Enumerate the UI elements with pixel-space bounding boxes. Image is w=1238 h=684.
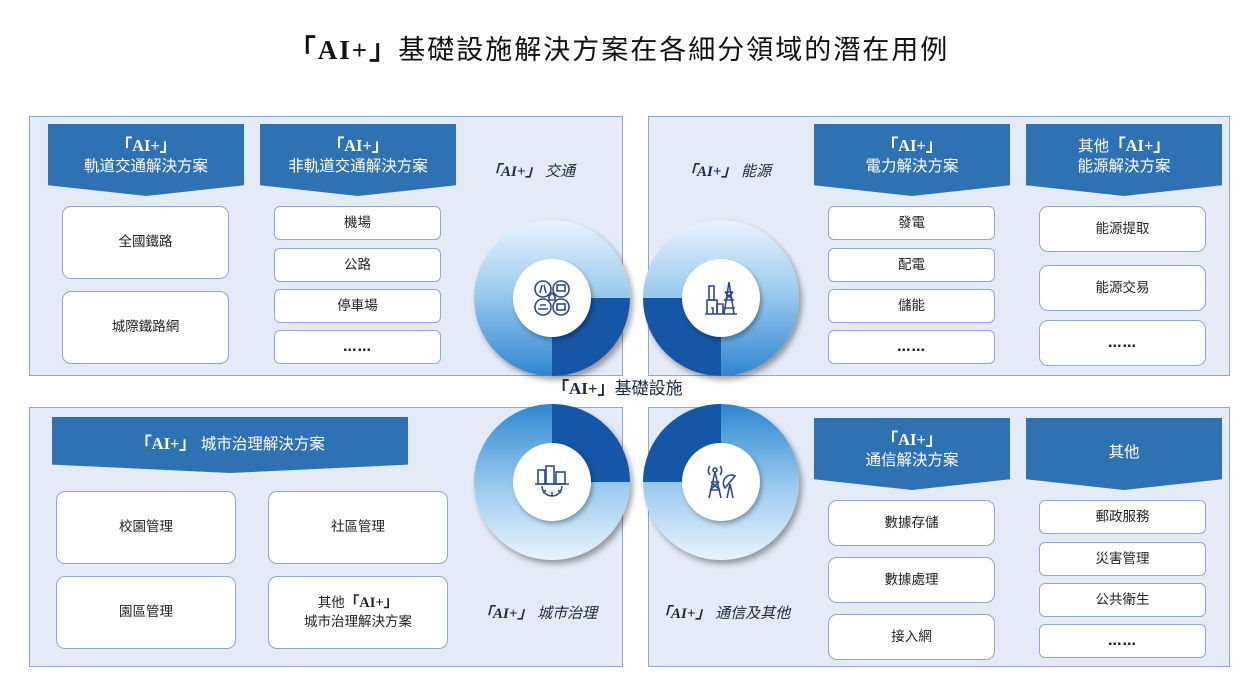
banner-text: 其他 [1078,137,1110,155]
others-banner: 其他 [1026,418,1222,490]
city-gear-icon [513,443,591,521]
item-data-processing: 數據處理 [828,557,995,603]
banner-text: 其他 [1108,443,1140,461]
item-more: …… [1039,320,1206,366]
banner-ai-text: 「AI+」 [881,430,943,449]
center-label: 「AI+」基礎設施 [552,379,683,399]
item-airport: 機場 [274,206,441,240]
rail-transport-banner: 「AI+」 軌道交通解決方案 [48,124,244,196]
item-other-city-solutions: 其他「AI+」 城市治理解決方案 [268,576,448,649]
banner-text: 非軌道交通解決方案 [288,157,428,175]
banner-text: 能源解決方案 [1077,157,1171,175]
power-plant-icon [682,259,760,337]
item-energy-extraction: 能源提取 [1039,206,1206,252]
item-national-railway: 全國鐵路 [62,206,229,279]
banner-ai-text: 「AI+」 [1109,136,1170,155]
banner-ai-text: 「AI+」 [327,136,389,155]
telecom-tower-icon [682,443,760,521]
title-ai-prefix: 「AI+」 [288,35,399,65]
item-more: …… [274,330,441,364]
item-community-management: 社區管理 [268,491,448,564]
banner-text: 通信解決方案 [865,451,959,469]
banner-ai-text: 「AI+」 [115,136,177,155]
power-banner: 「AI+」 電力解決方案 [814,124,1010,196]
item-parking: 停車場 [274,289,441,323]
sector-label-energy: 「AI+」 能源 [682,162,772,180]
nonrail-transport-banner: 「AI+」 非軌道交通解決方案 [260,124,456,196]
item-disaster-management: 災害管理 [1039,542,1206,576]
energy-circle [643,220,799,376]
transport-circle [474,220,630,376]
item-energy-trading: 能源交易 [1039,265,1206,311]
item-highway: 公路 [274,248,441,282]
banner-text: 軌道交通解決方案 [83,157,208,175]
sector-label-transport: 「AI+」 交通 [486,162,576,180]
item-access-network: 接入網 [828,614,995,660]
item-intercity-railway: 城際鐵路網 [62,291,229,364]
city-governance-banner: 「AI+」 城市治理解決方案 [52,417,408,473]
item-distribution: 配電 [828,248,995,282]
item-postal-services: 郵政服務 [1039,500,1206,534]
banner-text: 城市治理解決方案 [195,435,325,453]
telecom-banner: 「AI+」 通信解決方案 [814,418,1010,490]
item-data-storage: 數據存儲 [828,500,995,546]
item-more: …… [1039,624,1206,658]
banner-ai-text: 「AI+」 [135,434,196,453]
item-storage: 儲能 [828,289,995,323]
transport-icon [513,259,591,337]
title-text: 基礎設施解決方案在各細分領域的潛在用例 [398,35,950,66]
page-title: 「AI+」基礎設施解決方案在各細分領域的潛在用例 [0,28,1238,67]
telecom-circle [643,404,799,560]
other-energy-banner: 其他「AI+」 能源解決方案 [1026,124,1222,196]
center-gap-horizontal [552,377,742,407]
banner-ai-text: 「AI+」 [881,136,943,155]
item-more: …… [828,330,995,364]
item-generation: 發電 [828,206,995,240]
banner-text: 電力解決方案 [865,157,959,175]
city-circle [474,404,630,560]
item-public-health: 公共衛生 [1039,583,1206,617]
item-campus-management: 校園管理 [56,491,236,564]
sector-label-city: 「AI+」 城市治理 [478,604,598,622]
item-park-management: 園區管理 [56,576,236,649]
sector-label-telecom: 「AI+」 通信及其他 [656,604,791,622]
